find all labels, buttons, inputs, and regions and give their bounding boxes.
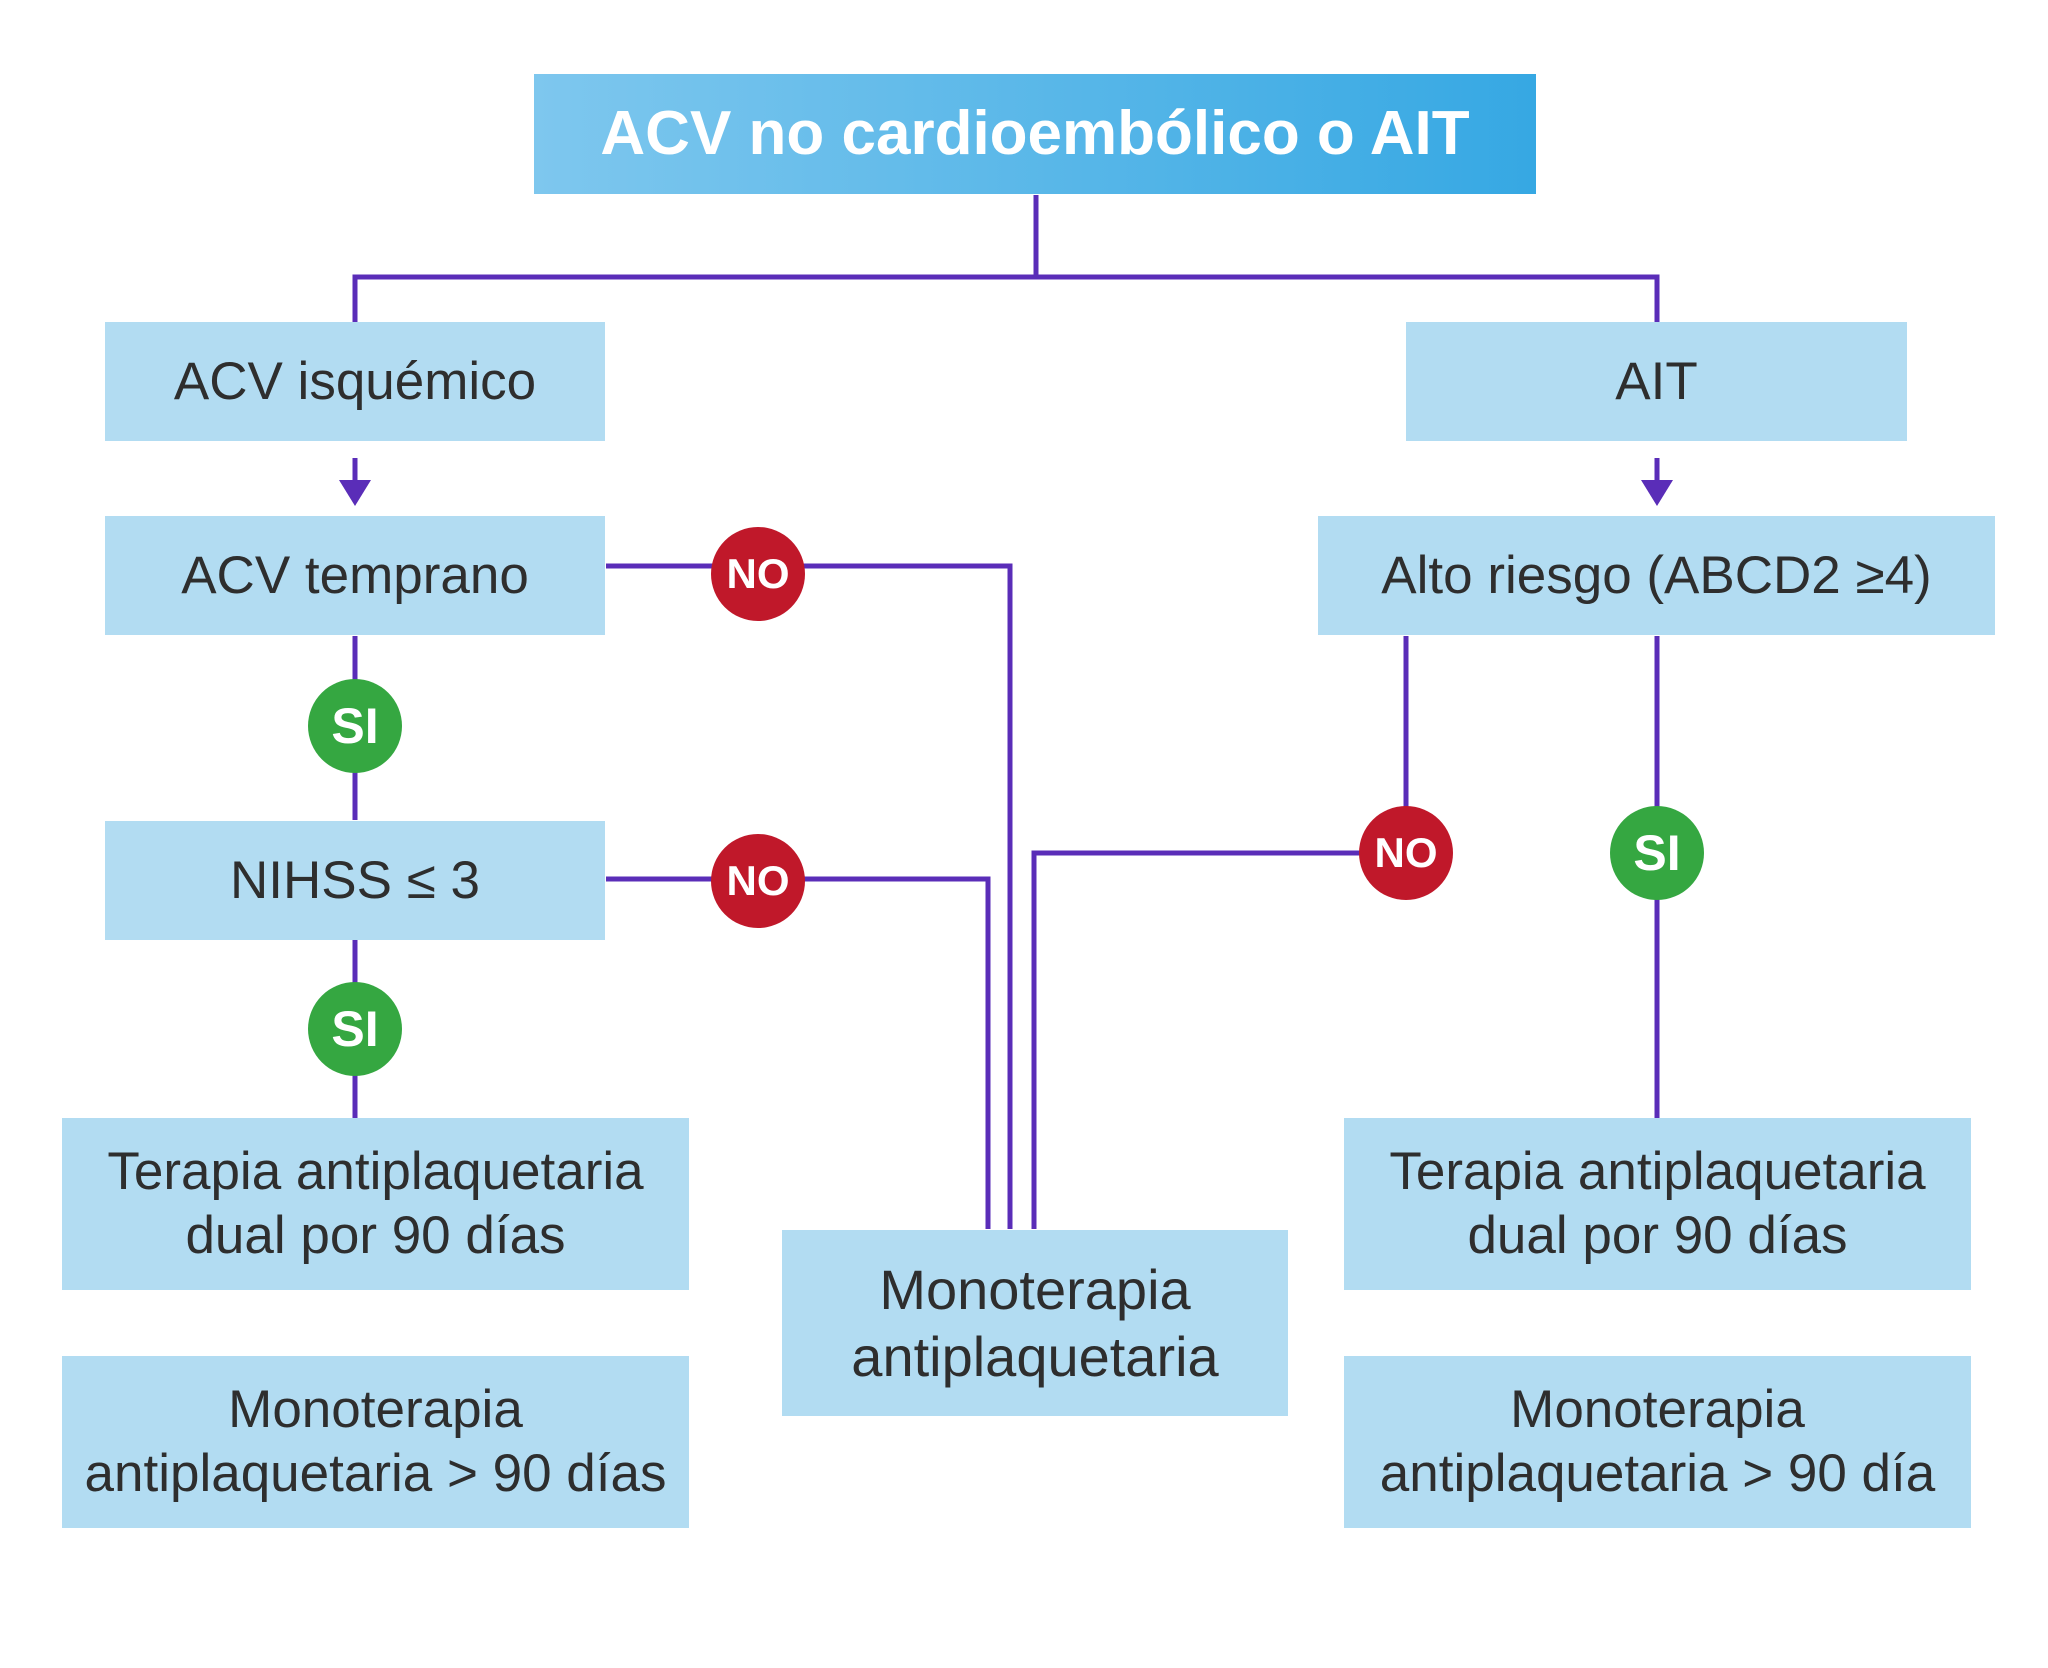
dual-right-line-2: dual por 90 días [1467, 1206, 1848, 1265]
nihss-text: NIHSS ≤ 3 [230, 850, 480, 910]
mono-right-line-1: Monoterapia [1510, 1380, 1805, 1440]
box-alto-riesgo: Alto riesgo (ABCD2 ≥4) [1318, 516, 1995, 635]
badge-si-nihss: SI [308, 982, 402, 1076]
alto-riesgo-text: Alto riesgo (ABCD2 ≥4) [1381, 545, 1932, 605]
badge-si-alto-riesgo-text: SI [1633, 825, 1681, 881]
badge-no-temprano: NO [711, 527, 805, 621]
arrowhead-right [1641, 480, 1673, 506]
box-mono-center: Monoterapia antiplaquetaria [782, 1230, 1288, 1416]
badge-si-alto-riesgo: SI [1610, 806, 1704, 900]
title-text: ACV no cardioembólico o AIT [600, 98, 1470, 168]
dual-left-line-2: dual por 90 días [185, 1206, 566, 1265]
box-nihss: NIHSS ≤ 3 [105, 821, 605, 940]
connector-title-ait [1036, 274, 1660, 322]
arrowheads [339, 480, 1673, 506]
title-box: ACV no cardioembólico o AIT [534, 74, 1536, 194]
connector-title-split [352, 195, 1039, 322]
mono-center-line-1: Monoterapia [879, 1257, 1191, 1321]
ait-text: AIT [1615, 351, 1698, 411]
badge-no-temprano-text: NO [726, 550, 790, 597]
box-dual-left: Terapia antiplaquetaria dual por 90 días [62, 1118, 689, 1290]
dual-left-line-1: Terapia antiplaquetaria [107, 1142, 644, 1202]
badge-no-alto-riesgo-text: NO [1374, 829, 1438, 876]
mono-left-line-1: Monoterapia [228, 1380, 523, 1440]
box-acv-temprano: ACV temprano [105, 516, 605, 635]
badge-si-nihss-text: SI [331, 1001, 379, 1057]
badge-no-nihss-text: NO [726, 857, 790, 904]
acv-temprano-text: ACV temprano [181, 545, 529, 605]
arrowhead-left [339, 480, 371, 506]
box-mono-right: Monoterapia antiplaquetaria > 90 día [1344, 1356, 1971, 1528]
dual-right-line-1: Terapia antiplaquetaria [1389, 1142, 1926, 1202]
connector-altoriesgo-no [1031, 636, 1409, 1229]
mono-center-line-2: antiplaquetaria [851, 1325, 1219, 1388]
badge-no-alto-riesgo: NO [1359, 806, 1453, 900]
box-acv-isquemico: ACV isquémico [105, 322, 605, 441]
box-mono-left: Monoterapia antiplaquetaria > 90 días [62, 1356, 689, 1528]
badge-si-temprano-text: SI [331, 698, 379, 754]
mono-left-line-2: antiplaquetaria > 90 días [84, 1444, 667, 1503]
box-ait: AIT [1406, 322, 1907, 441]
box-dual-right: Terapia antiplaquetaria dual por 90 días [1344, 1118, 1971, 1290]
badge-no-nihss: NO [711, 834, 805, 928]
badge-si-temprano: SI [308, 679, 402, 773]
acv-isquemico-text: ACV isquémico [173, 351, 537, 411]
mono-right-line-2: antiplaquetaria > 90 día [1379, 1444, 1936, 1503]
